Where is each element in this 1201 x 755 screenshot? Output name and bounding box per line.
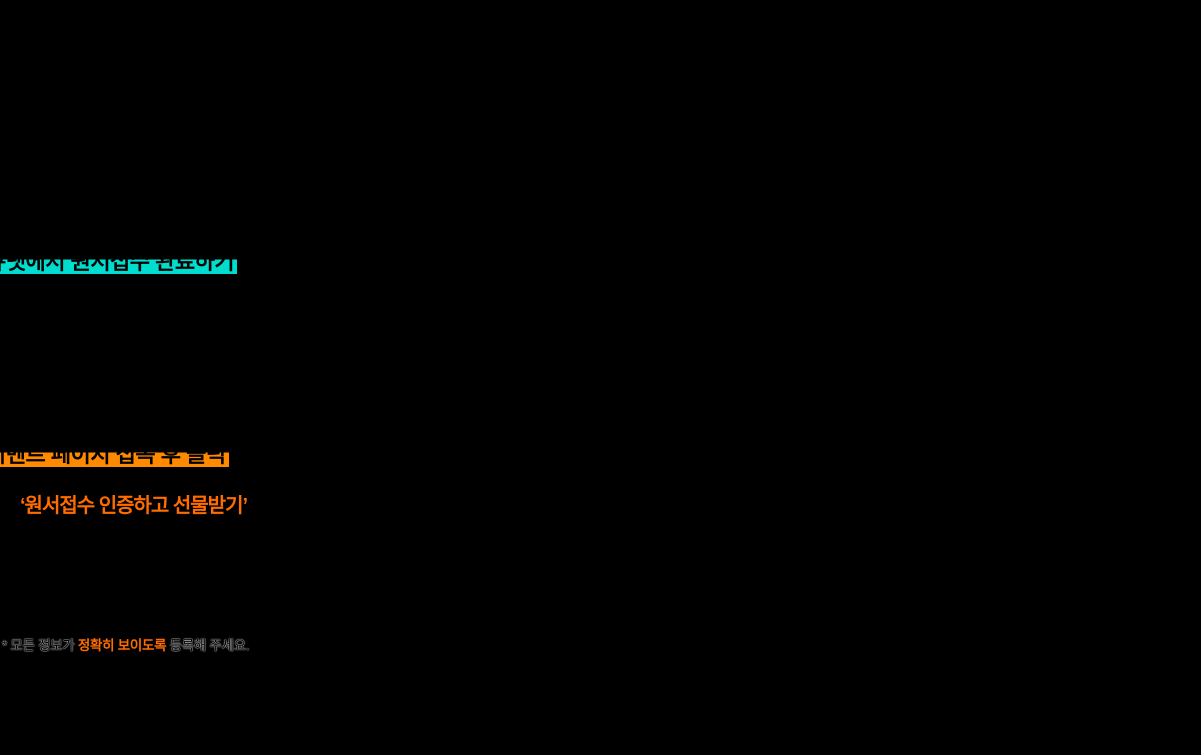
note-suffix: 등록해 주세요. — [166, 638, 250, 653]
step-highlight-orange-text: 이벤트 페이지 접속 후 클릭 — [0, 442, 229, 467]
banner-button-quote: ‘원서접수 인증하고 선물받기’ — [20, 495, 248, 517]
step-highlight-cyan-text: 큐넷에서 원서접수 완료하기 — [0, 249, 238, 274]
note-line: * 모든 정보가 정확히 보이도록 등록해 주세요. — [2, 634, 250, 654]
note-emphasis: 정확히 보이도록 — [77, 638, 167, 653]
step-highlight-cyan: 큐넷에서 원서접수 완료하기 — [0, 244, 238, 276]
step-highlight-orange: 이벤트 페이지 접속 후 클릭 — [0, 437, 229, 469]
note-prefix: * 모든 정보가 — [2, 638, 78, 653]
